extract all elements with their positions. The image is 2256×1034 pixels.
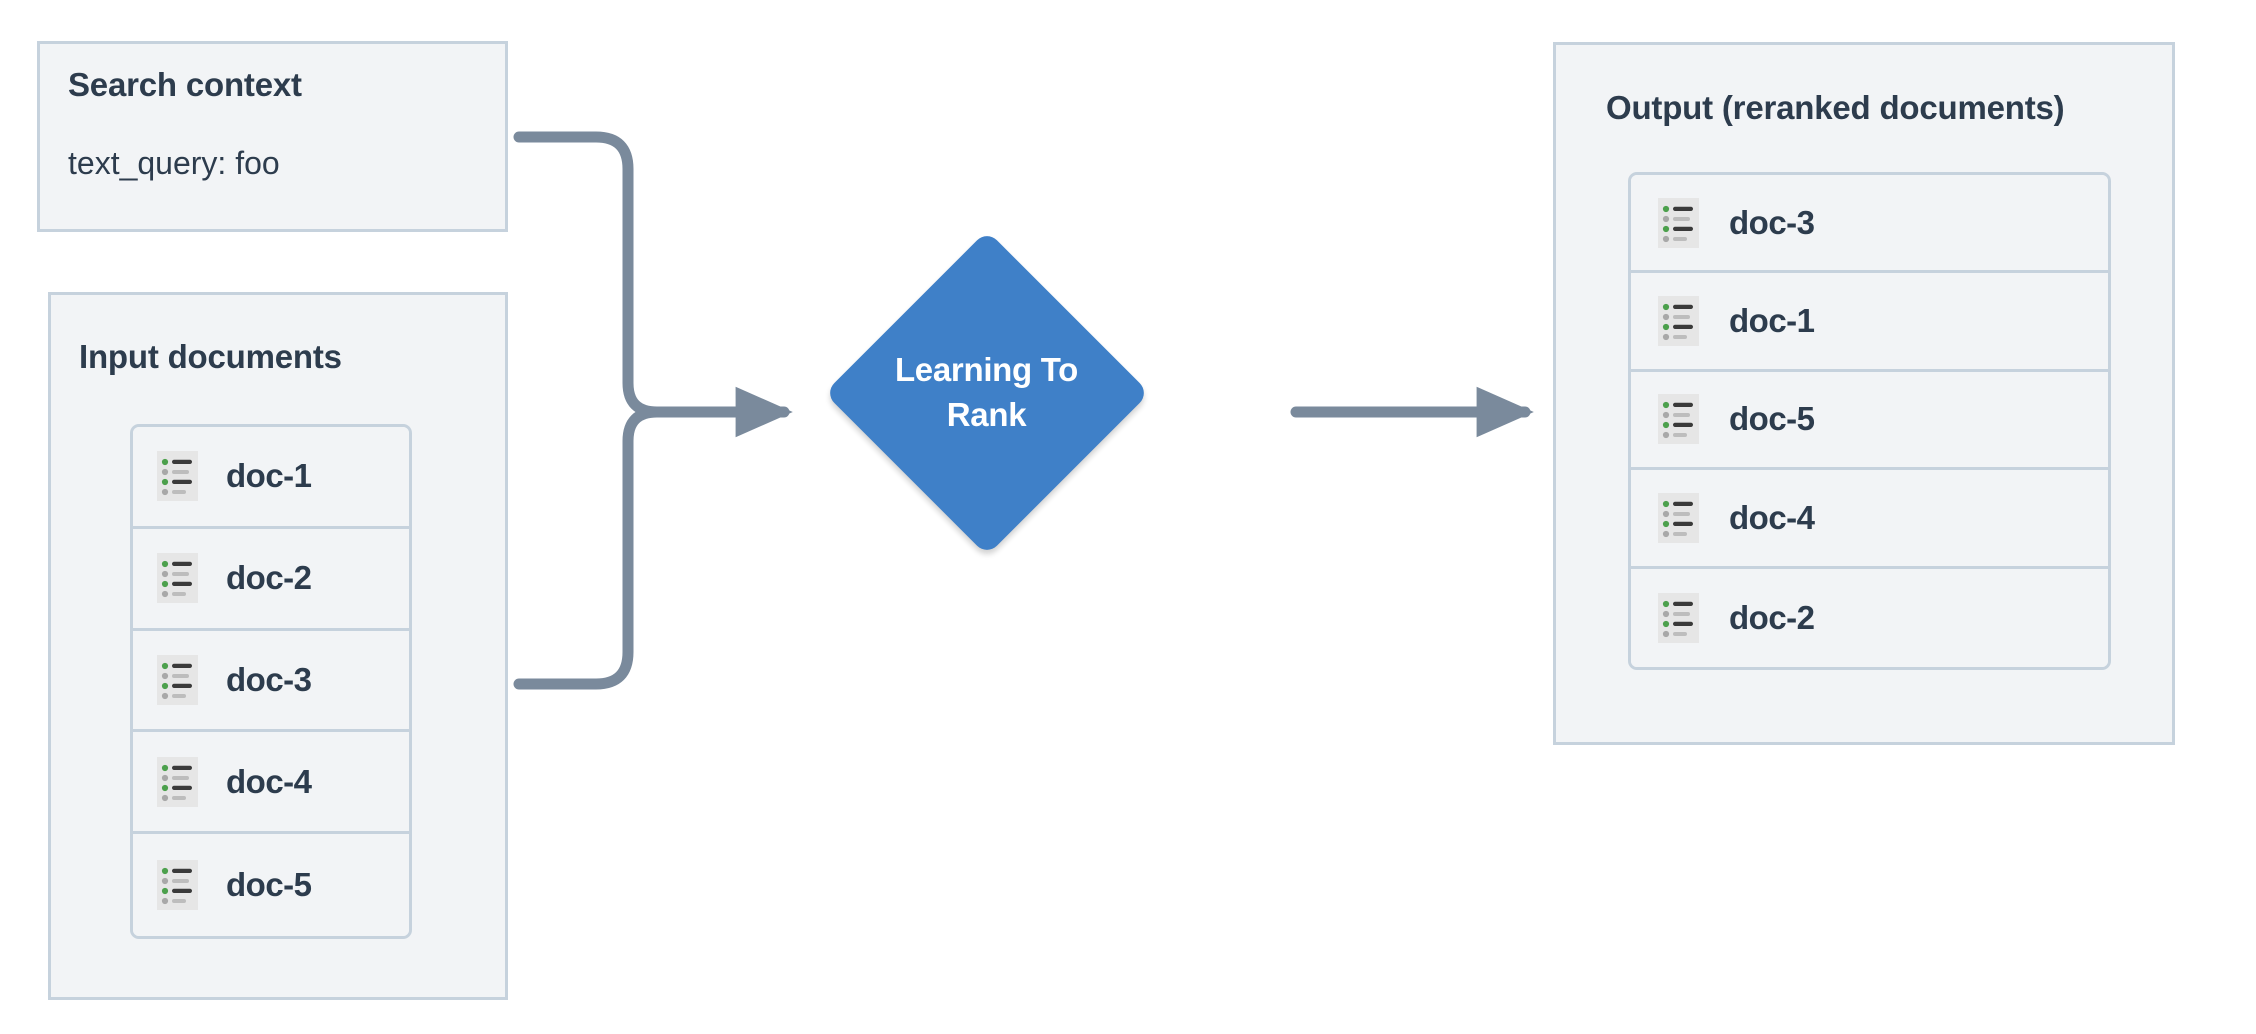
document-list-icon bbox=[1658, 394, 1699, 445]
search-context-panel bbox=[37, 41, 508, 232]
doc-label: doc-5 bbox=[226, 866, 312, 904]
document-list-icon bbox=[1658, 296, 1699, 347]
document-list-icon bbox=[157, 756, 198, 807]
doc-label: doc-3 bbox=[1729, 203, 1815, 241]
learning-to-rank-diamond bbox=[823, 229, 1150, 556]
output-document-row[interactable]: doc-3 bbox=[1631, 175, 2108, 274]
doc-label: doc-1 bbox=[226, 457, 312, 495]
search-context-query-text: text_query: foo bbox=[68, 145, 280, 181]
document-list-icon bbox=[157, 654, 198, 705]
edge-input-documents-to-ltr bbox=[513, 406, 663, 690]
output-document-row[interactable]: doc-5 bbox=[1631, 371, 2108, 471]
document-list-icon bbox=[157, 451, 198, 502]
search-context-title: Search context bbox=[68, 66, 302, 103]
document-list-icon bbox=[1658, 197, 1699, 248]
doc-label: doc-3 bbox=[226, 660, 312, 698]
output-title: Output (reranked documents) bbox=[1606, 89, 2065, 126]
output-document-row[interactable]: doc-1 bbox=[1631, 273, 2108, 372]
document-list-icon bbox=[157, 860, 198, 911]
input-document-row[interactable]: doc-2 bbox=[133, 528, 409, 631]
input-document-row[interactable]: doc-5 bbox=[133, 834, 409, 936]
output-documents-list: doc-3 doc-1 doc-5 doc-4 doc-2 bbox=[1628, 172, 2111, 670]
doc-label: doc-4 bbox=[1729, 498, 1815, 536]
doc-label: doc-2 bbox=[226, 559, 312, 597]
output-document-row[interactable]: doc-2 bbox=[1631, 568, 2108, 667]
document-list-icon bbox=[157, 756, 198, 807]
output-document-row[interactable]: doc-4 bbox=[1631, 470, 2108, 569]
document-list-icon bbox=[1658, 592, 1699, 643]
doc-label: doc-2 bbox=[1729, 598, 1815, 636]
document-list-icon bbox=[1658, 492, 1699, 543]
document-list-icon bbox=[1658, 592, 1699, 643]
document-list-icon bbox=[157, 451, 198, 502]
learning-to-rank-node[interactable]: Learning To Rank bbox=[823, 229, 1150, 556]
document-list-icon bbox=[1658, 394, 1699, 445]
document-list-icon bbox=[157, 860, 198, 911]
document-list-icon bbox=[157, 654, 198, 705]
doc-label: doc-4 bbox=[226, 762, 312, 800]
input-documents-list: doc-1 doc-2 doc-3 doc-4 doc-5 bbox=[130, 424, 412, 939]
edge-search-context-to-ltr bbox=[513, 131, 663, 418]
document-list-icon bbox=[1658, 296, 1699, 347]
doc-label: doc-1 bbox=[1729, 302, 1815, 340]
document-list-icon bbox=[157, 553, 198, 604]
document-list-icon bbox=[1658, 492, 1699, 543]
input-document-row[interactable]: doc-3 bbox=[133, 630, 409, 733]
input-document-row[interactable]: doc-4 bbox=[133, 732, 409, 835]
document-list-icon bbox=[157, 553, 198, 604]
doc-label: doc-5 bbox=[1729, 400, 1815, 438]
input-document-row[interactable]: doc-1 bbox=[133, 427, 409, 529]
input-documents-title: Input documents bbox=[79, 338, 342, 375]
document-list-icon bbox=[1658, 197, 1699, 248]
